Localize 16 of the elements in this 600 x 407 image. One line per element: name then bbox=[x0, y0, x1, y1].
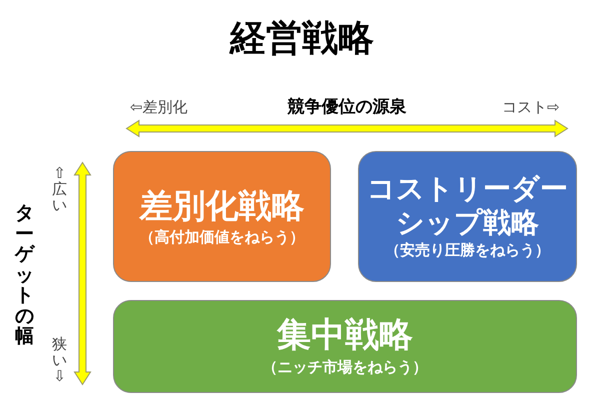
axis-title: ターゲットの幅 bbox=[15, 203, 34, 347]
axis-end-label: ⇧広い bbox=[52, 165, 67, 214]
axis-title: 競争優位の源泉 bbox=[288, 98, 406, 118]
axis-end-label: 狭い⇩ bbox=[52, 336, 67, 385]
strategy-name: 差別化戦略 bbox=[140, 186, 304, 226]
strategy-note: （高付加価値をねらう） bbox=[140, 228, 304, 248]
strategy-name: 集中戦略 bbox=[277, 315, 413, 356]
strategy-note: （安売り圧勝をねらう） bbox=[385, 241, 550, 261]
diagram-title: 経営戦略 bbox=[228, 18, 375, 60]
strategy-box bbox=[113, 151, 331, 282]
strategy-box bbox=[113, 300, 577, 393]
strategy-name: コストリーダーシップ戦略 bbox=[366, 172, 569, 240]
strategy-box bbox=[358, 151, 577, 282]
axis-end-label: ⇦差別化 bbox=[130, 99, 188, 116]
strategy-note: （ニッチ市場をねらう） bbox=[262, 358, 428, 378]
axis-end-label: コスト⇨ bbox=[502, 99, 560, 116]
